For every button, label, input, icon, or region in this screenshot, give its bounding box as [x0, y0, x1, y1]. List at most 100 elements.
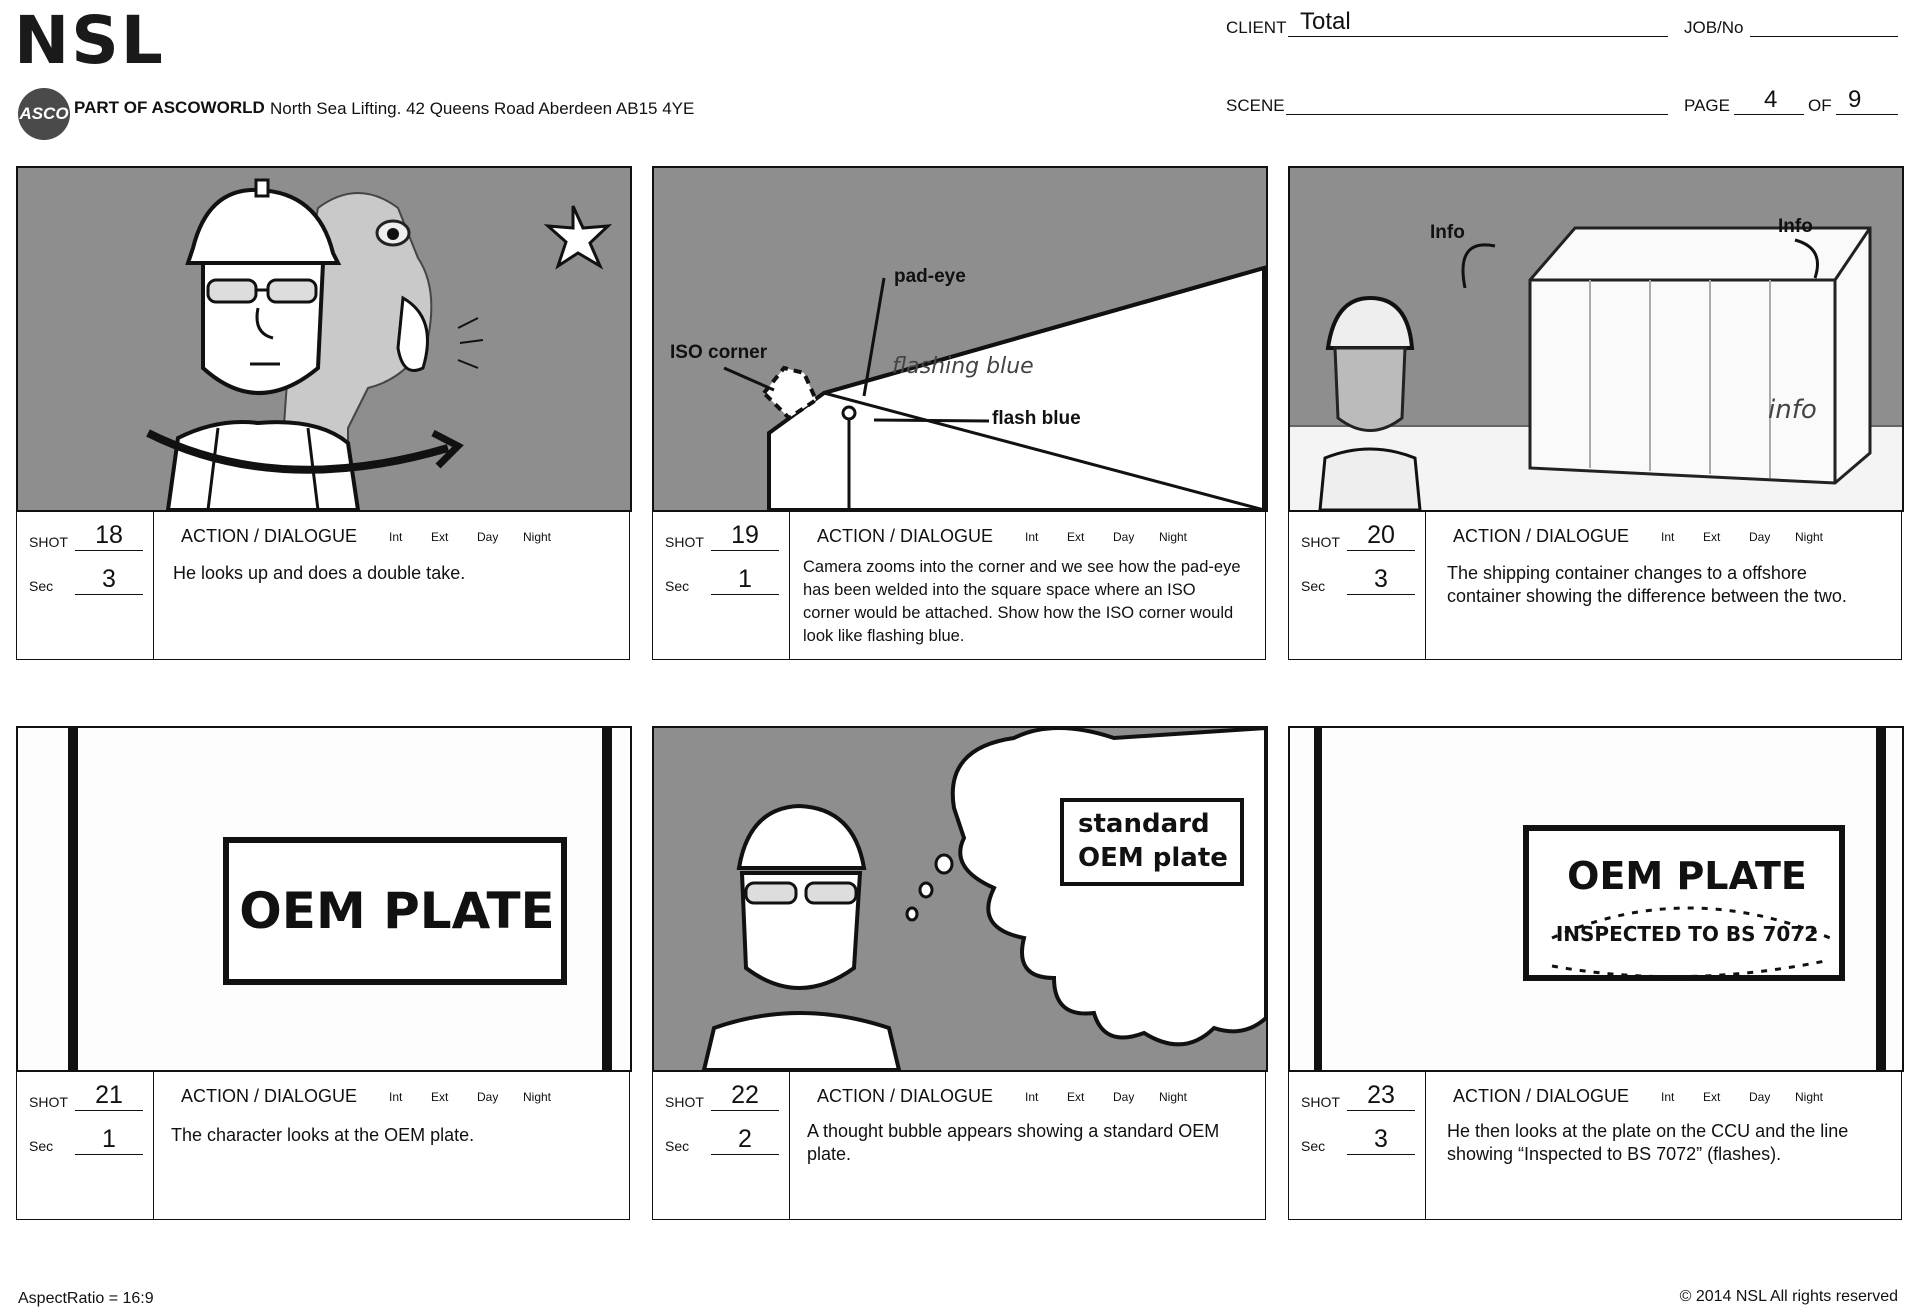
- ext-label: Ext: [431, 530, 449, 544]
- shot-description: Camera zooms into the corner and we see …: [803, 558, 1241, 646]
- panel-info: SHOT 23 Sec 3 ACTION / DIALOGUE Int Ext …: [1288, 1072, 1902, 1220]
- sketch-oem-plate: [68, 728, 612, 1070]
- night-label: Night: [1795, 1090, 1824, 1104]
- page-value: 4: [1764, 86, 1778, 113]
- night-label: Night: [523, 530, 552, 544]
- annotation-flash-blue: flash blue: [992, 408, 1081, 429]
- annotation-info-left: Info: [1430, 222, 1465, 243]
- sec-label: Sec: [29, 1138, 54, 1154]
- shot-number: 19: [711, 520, 779, 551]
- scribble-info: info: [1768, 395, 1817, 425]
- sec-number: 1: [75, 1124, 143, 1155]
- shot-label: SHOT: [665, 1094, 704, 1110]
- inspected-text: INSPECTED TO BS 7072: [1555, 922, 1819, 946]
- storyboard-panel-21: OEM PLATE SHOT 21 Sec 1 ACTION / DIALOGU…: [16, 726, 632, 1223]
- shot-description: The character looks at the OEM plate.: [171, 1125, 475, 1145]
- ext-label: Ext: [1703, 1090, 1721, 1104]
- sketch-thought-bubble: [701, 728, 1266, 1070]
- int-label: Int: [389, 1090, 403, 1104]
- night-label: Night: [1159, 530, 1188, 544]
- page-label: PAGE: [1684, 96, 1730, 115]
- ext-label: Ext: [431, 1090, 449, 1104]
- storyboard-panel-19: flashing blue pad-eye ISO corner flash b…: [652, 166, 1268, 663]
- shot-label: SHOT: [1301, 1094, 1340, 1110]
- annotation-info-right: Info: [1778, 216, 1813, 237]
- action-dialogue-label: ACTION / DIALOGUE: [181, 526, 358, 546]
- shot-number: 22: [711, 1080, 779, 1111]
- scene-label: SCENE: [1226, 96, 1285, 115]
- scribble-flashing-blue: flashing blue: [892, 354, 1034, 379]
- action-dialogue-label: ACTION / DIALOGUE: [817, 526, 994, 546]
- storyboard-panel-20: info Info Info SHOT 20 Sec 3 ACTION / DI…: [1288, 166, 1904, 663]
- sec-number: 2: [711, 1124, 779, 1155]
- sec-label: Sec: [1301, 1138, 1326, 1154]
- aspect-ratio-note: AspectRatio = 16:9: [18, 1290, 154, 1307]
- oem-plate-text: OEM PLATE: [1567, 854, 1807, 898]
- shot-number: 23: [1347, 1080, 1415, 1111]
- scene-field: [1286, 88, 1668, 115]
- client-label: CLIENT: [1226, 18, 1287, 37]
- day-label: Day: [1113, 1090, 1135, 1104]
- day-label: Day: [1749, 530, 1771, 544]
- of-field: 9: [1836, 86, 1898, 115]
- int-label: Int: [1661, 530, 1675, 544]
- oem-plate-text: OEM PLATE: [239, 882, 555, 940]
- shot-description: He then looks at the plate on the CCU an…: [1447, 1121, 1849, 1165]
- sketch-double-take: [146, 178, 613, 510]
- sec-label: Sec: [1301, 578, 1326, 594]
- annotation-iso-corner: ISO corner: [670, 342, 768, 363]
- shot-number: 18: [75, 520, 143, 551]
- night-label: Night: [1795, 530, 1824, 544]
- sketch-frame: OEM PLATE: [16, 726, 632, 1072]
- of-label: OF: [1808, 96, 1832, 115]
- day-label: Day: [1749, 1090, 1771, 1104]
- int-label: Int: [1025, 1090, 1039, 1104]
- ext-label: Ext: [1067, 1090, 1085, 1104]
- sketch-inspected-plate: [1314, 728, 1886, 1070]
- panel-info: SHOT 22 Sec 2 ACTION / DIALOGUE Int Ext …: [652, 1072, 1266, 1220]
- client-field: Total: [1288, 8, 1668, 37]
- storyboard-panel-18: SHOT 18 Sec 3 ACTION / DIALOGUE Int Ext …: [16, 166, 632, 663]
- sketch-frame: flashing blue pad-eye ISO corner flash b…: [652, 166, 1268, 512]
- asco-part-label: PART OF ASCOWORLD: [74, 98, 265, 117]
- day-label: Day: [1113, 530, 1135, 544]
- sec-number: 3: [1347, 564, 1415, 595]
- shot-label: SHOT: [1301, 534, 1340, 550]
- company-address: North Sea Lifting. 42 Queens Road Aberde…: [270, 99, 695, 118]
- night-label: Night: [523, 1090, 552, 1104]
- shot-description: He looks up and does a double take.: [173, 563, 466, 583]
- job-label: JOB/No: [1684, 18, 1744, 37]
- shot-label: SHOT: [29, 1094, 68, 1110]
- panel-info: SHOT 18 Sec 3 ACTION / DIALOGUE Int Ext …: [16, 512, 630, 660]
- sketch-container: info: [1290, 226, 1902, 510]
- client-value: Total: [1300, 8, 1351, 35]
- sec-number: 3: [75, 564, 143, 595]
- shot-description: The shipping container changes to a offs…: [1447, 563, 1847, 607]
- sec-label: Sec: [665, 1138, 690, 1154]
- shot-label: SHOT: [29, 534, 68, 550]
- day-label: Day: [477, 1090, 499, 1104]
- sec-label: Sec: [29, 578, 54, 594]
- sec-label: Sec: [665, 578, 690, 594]
- shot-label: SHOT: [665, 534, 704, 550]
- ext-label: Ext: [1703, 530, 1721, 544]
- int-label: Int: [1025, 530, 1039, 544]
- shot-number: 21: [75, 1080, 143, 1111]
- bubble-line-2: OEM plate: [1078, 842, 1228, 873]
- action-dialogue-label: ACTION / DIALOGUE: [181, 1086, 358, 1106]
- panel-info: SHOT 19 Sec 1 ACTION / DIALOGUE Int Ext …: [652, 512, 1266, 660]
- of-value: 9: [1848, 86, 1862, 113]
- shot-description: A thought bubble appears showing a stand…: [807, 1121, 1220, 1165]
- page-field: 4: [1734, 86, 1804, 115]
- action-dialogue-label: ACTION / DIALOGUE: [1453, 526, 1630, 546]
- bubble-line-1: standard: [1078, 809, 1210, 839]
- action-dialogue-label: ACTION / DIALOGUE: [1453, 1086, 1630, 1106]
- action-dialogue-label: ACTION / DIALOGUE: [817, 1086, 994, 1106]
- asco-logo-badge: ASCO: [18, 88, 70, 140]
- storyboard-panel-23: OEM PLATE INSPECTED TO BS 7072 SHOT 23 S…: [1288, 726, 1904, 1223]
- shot-number: 20: [1347, 520, 1415, 551]
- day-label: Day: [477, 530, 499, 544]
- sec-number: 1: [711, 564, 779, 595]
- bubble-plate-text: standard OEM plate: [1078, 808, 1228, 876]
- int-label: Int: [389, 530, 403, 544]
